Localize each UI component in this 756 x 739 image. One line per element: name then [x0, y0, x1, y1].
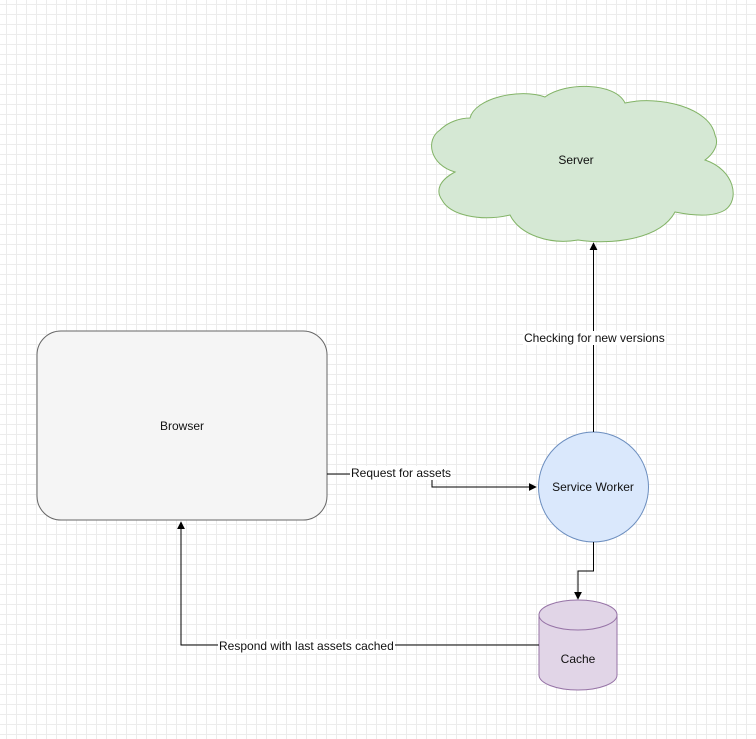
edge-respond-with-last-assets-cached[interactable]: [177, 521, 539, 646]
server-node-shape[interactable]: [431, 86, 734, 243]
service-worker-node-label: Service Worker: [552, 480, 634, 494]
server-node-label: Server: [558, 153, 594, 167]
cache-node-shape[interactable]: [538, 599, 618, 691]
browser-node-shape[interactable]: [36, 330, 328, 521]
edge-label-request-for-assets: Request for assets: [350, 466, 453, 480]
cache-node-label: Cache: [560, 652, 596, 666]
edge-service-worker-to-cache[interactable]: [574, 542, 594, 600]
browser-node-label: Browser: [159, 419, 204, 433]
edge-label-checking-for-new-versions: Checking for new versions: [523, 331, 666, 345]
edge-label-respond-with-last-assets-cached: Respond with last assets cached: [218, 639, 395, 653]
